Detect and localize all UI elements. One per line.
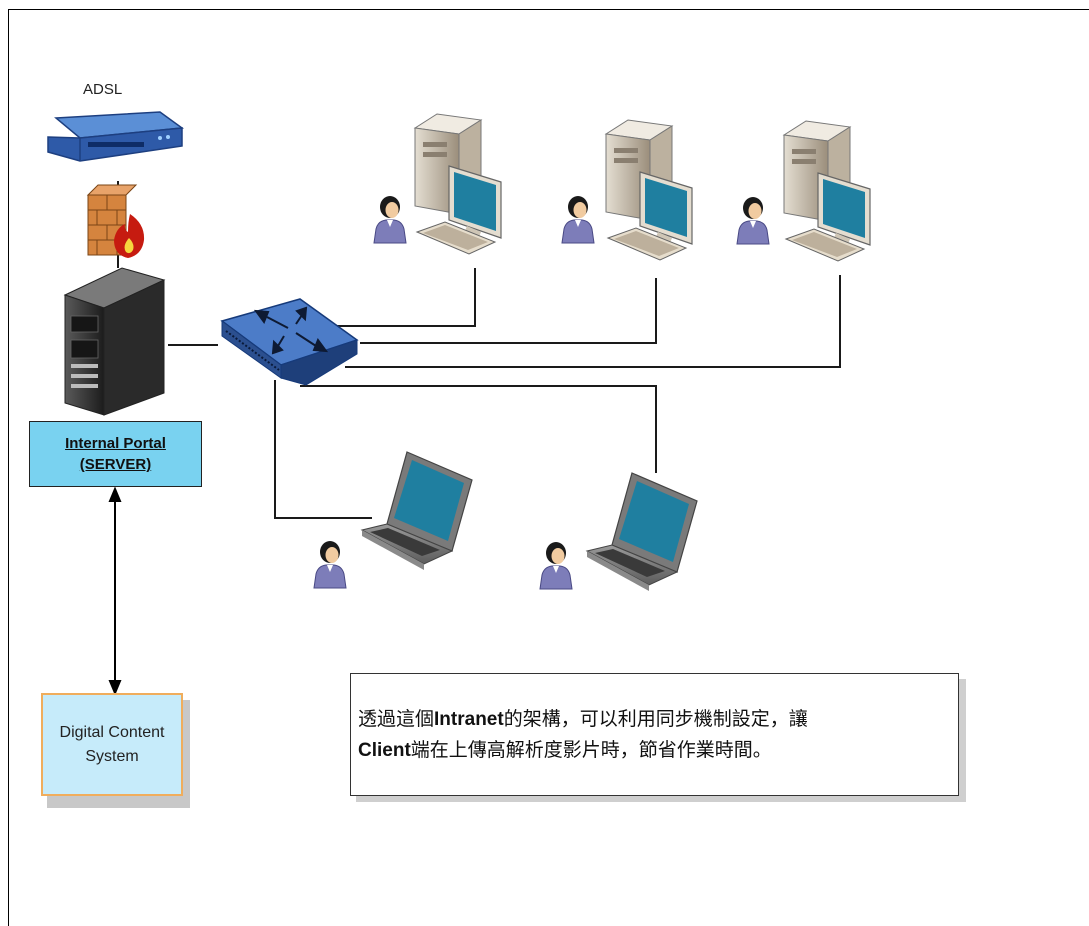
frame-top-border: [8, 9, 1089, 10]
adsl-label: ADSL: [83, 81, 123, 98]
adsl-modem-icon: [47, 111, 185, 162]
user-icon: [539, 541, 573, 590]
portal-label-line1: Internal Portal: [65, 435, 166, 452]
laptop-icon: [361, 451, 473, 571]
note-line2-bold: Client: [358, 740, 411, 761]
portal-label-line2: (SERVER): [79, 456, 152, 473]
note-line1-pre: 透過這個: [358, 708, 435, 730]
user-icon: [736, 196, 770, 245]
user-icon: [561, 195, 595, 244]
description-note: 透過這個Intranet的架構，可以利用同步機制設定，讓 Client端在上傳高…: [350, 673, 959, 796]
note-line1-bold: Intranet: [434, 709, 504, 730]
dcs-label-line2: System: [85, 747, 139, 765]
network-switch-icon: [220, 298, 359, 386]
note-line-1: 透過這個Intranet的架構，可以利用同步機制設定，讓: [358, 704, 958, 735]
digital-content-system-box: Digital Content System: [41, 693, 183, 796]
note-line2-post: 端在上傳高解析度影片時，節省作業時間。: [410, 739, 772, 761]
user-icon: [373, 195, 407, 244]
desktop-computer-icon: [783, 120, 871, 262]
firewall-icon: [86, 184, 145, 258]
server-tower-icon: [63, 267, 166, 416]
note-line-2: Client端在上傳高解析度影片時，節省作業時間。: [358, 735, 958, 766]
desktop-computer-icon: [414, 113, 502, 255]
dcs-label-line1: Digital Content: [59, 723, 165, 741]
frame-left-border: [8, 9, 9, 926]
user-icon: [313, 540, 347, 589]
laptop-icon: [586, 472, 698, 592]
desktop-computer-icon: [605, 119, 693, 261]
internal-portal-server-box: Internal Portal (SERVER): [29, 421, 202, 487]
note-line1-post: 的架構，可以利用同步機制設定，讓: [503, 708, 808, 730]
